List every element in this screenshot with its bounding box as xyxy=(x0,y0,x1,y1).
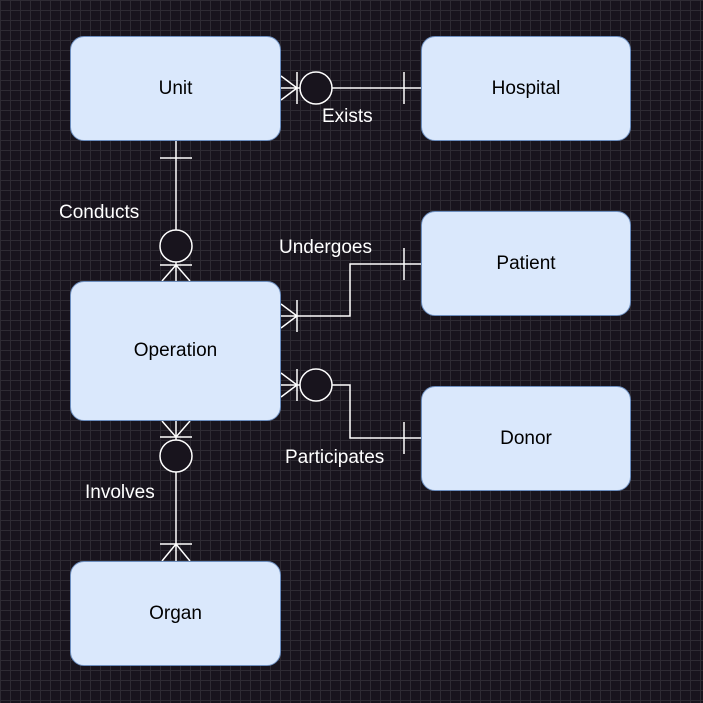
relationship-label-involves: Involves xyxy=(85,482,155,503)
relationship-label-undergoes: Undergoes xyxy=(279,237,372,258)
entity-organ[interactable]: Organ xyxy=(70,561,281,666)
entity-patient[interactable]: Patient xyxy=(421,211,631,316)
entity-organ-label: Organ xyxy=(149,602,202,624)
edge-operation-organ xyxy=(159,420,193,562)
entity-donor-label: Donor xyxy=(500,427,552,449)
entity-operation-label: Operation xyxy=(133,340,218,361)
relationship-label-conducts: Conducts xyxy=(59,202,140,223)
entity-donor[interactable]: Donor xyxy=(421,386,631,491)
entity-hospital[interactable]: Hospital xyxy=(421,36,631,141)
entity-patient-label: Patient xyxy=(496,252,556,274)
edge-unit-hospital xyxy=(280,71,421,105)
entity-operation[interactable]: Operation xyxy=(70,281,281,421)
relationship-label-exists: Exists xyxy=(322,106,373,127)
entity-hospital-label: Hospital xyxy=(491,77,561,99)
entity-unit[interactable]: Unit xyxy=(70,36,281,141)
relationship-label-participates: Participates xyxy=(285,447,385,468)
edge-operation-patient xyxy=(280,248,421,332)
edge-operation-donor xyxy=(280,368,421,454)
entity-unit-label: Unit xyxy=(158,77,193,99)
edge-unit-operation xyxy=(159,141,193,282)
